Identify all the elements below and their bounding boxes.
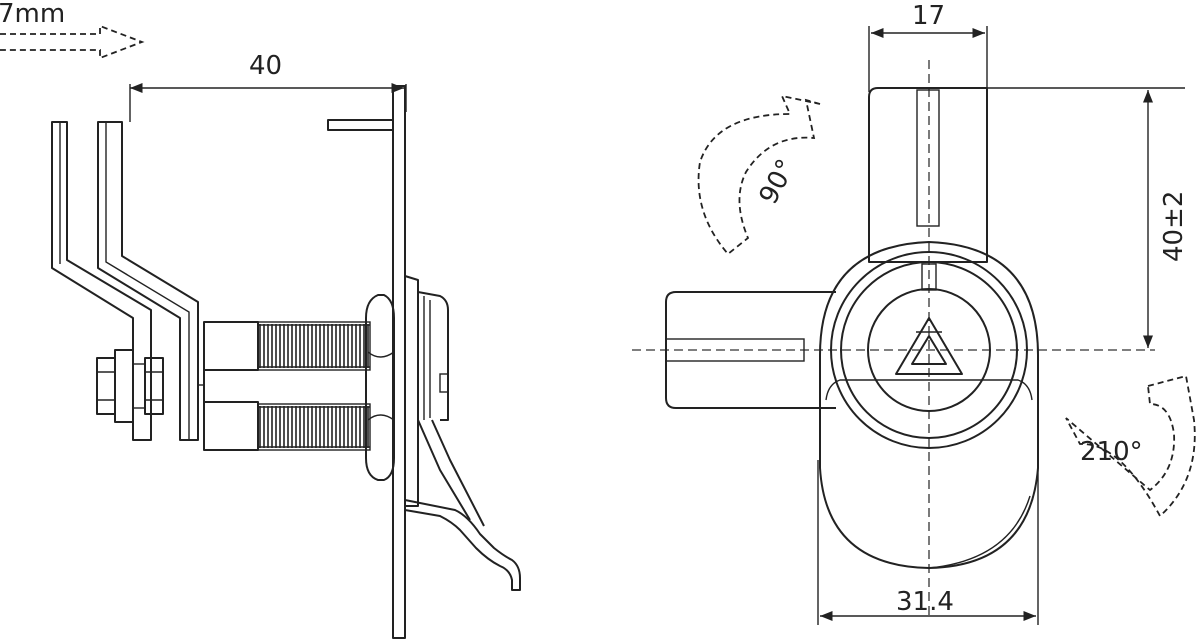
cam-upper [868, 87, 988, 263]
travel-label: 7mm [0, 0, 65, 29]
thread-lower [257, 403, 371, 451]
dimension-label-40-tol: 40±2 [1159, 191, 1189, 262]
shaft-block-lower [203, 401, 259, 451]
cam-arm-inner [97, 121, 199, 441]
handle-lever [404, 419, 521, 591]
dimension-label-31-4: 31.4 [896, 587, 954, 617]
rotation-arrow-210 [1065, 374, 1196, 518]
lock-body [819, 241, 1039, 569]
lock-housing [404, 275, 449, 507]
shaft-nut-right [144, 357, 164, 415]
hex-nut [365, 294, 395, 481]
rotation-arrow-90 [697, 94, 821, 256]
dimension-label-17: 17 [912, 1, 945, 31]
rotation-label-90: 90° [754, 155, 802, 210]
cam-left [665, 291, 836, 409]
dimension-label-40: 40 [249, 51, 282, 81]
travel-arrow [0, 24, 145, 60]
shaft-block-upper [203, 321, 259, 371]
side-view [51, 82, 521, 639]
thread-upper [257, 321, 371, 371]
shaft-nut-left [96, 349, 134, 423]
cam-arm-outer [51, 121, 152, 441]
front-view: 90° 210° 17 40±2 31.4 [632, 1, 1196, 625]
rotation-label-210: 210° [1080, 437, 1143, 467]
